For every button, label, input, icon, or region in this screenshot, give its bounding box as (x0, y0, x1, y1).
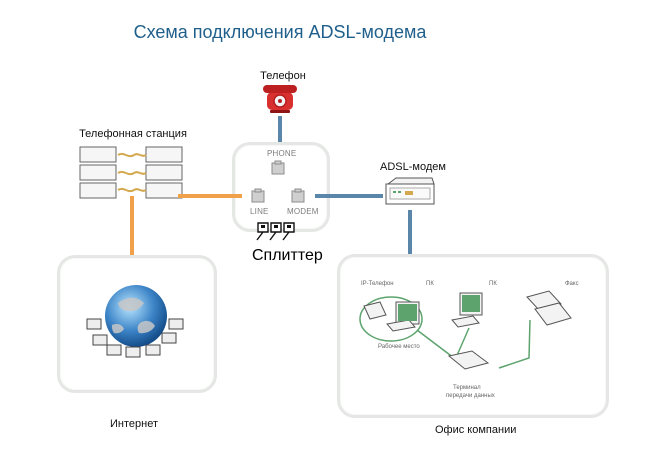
office-box (337, 254, 609, 418)
phone-label: Телефон (260, 70, 306, 82)
station-label-wrap: Телефонная станция (68, 124, 198, 142)
modem-label-wrap: ADSL-модем (377, 157, 449, 175)
port-line-label: LINE (250, 207, 269, 216)
terminal-label-line1: Терминал (453, 385, 481, 391)
station-label: Телефонная станция (79, 128, 187, 140)
phone-cable (278, 116, 282, 150)
modem-office-wire (408, 210, 412, 255)
office-label: Офис компании (435, 424, 517, 436)
workplace-label: Рабочее место (378, 344, 420, 350)
station-splitter-wire (178, 194, 242, 198)
fax-label: Факс (565, 281, 579, 287)
telephone-icon (260, 82, 300, 116)
modem-icon (383, 176, 437, 210)
internet-globe-icon (83, 279, 189, 361)
modem-label: ADSL-модем (380, 161, 446, 173)
office-network-drawing (349, 284, 594, 396)
station-internet-wire (130, 196, 134, 258)
pc2-label: ПК (489, 281, 497, 287)
port-modem-icon (291, 188, 305, 203)
port-phone-label: PHONE (267, 149, 297, 158)
telephone-station-icon (78, 145, 188, 203)
terminal-label-line2: передачи данных (446, 393, 495, 399)
splitter-modem-wire (315, 194, 383, 198)
port-line-icon (251, 188, 265, 203)
port-phone-icon (271, 160, 285, 175)
splitter-icon (253, 218, 305, 244)
ip-phone-label: IP-Телефон (361, 281, 394, 287)
splitter-box (232, 142, 330, 232)
diagram-title: Схема подключения ADSL-модема (133, 22, 427, 42)
port-modem-label: MODEM (287, 207, 319, 216)
internet-label: Интернет (110, 418, 158, 430)
pc1-label: ПК (426, 281, 434, 287)
splitter-label: Сплиттер (252, 247, 323, 264)
phone-label-wrap: Телефон (258, 66, 308, 84)
